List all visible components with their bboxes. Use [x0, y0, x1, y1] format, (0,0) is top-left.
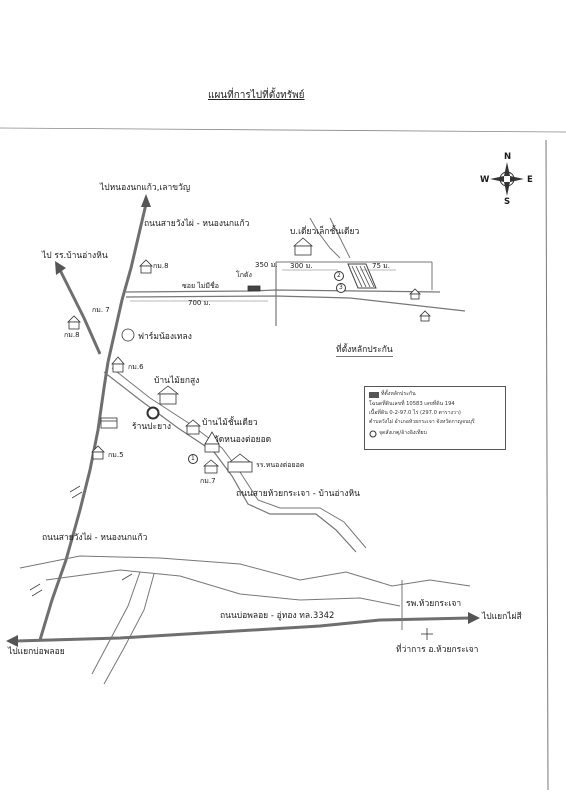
label-km5: กม.5: [108, 451, 124, 459]
marker-ran-pa-yang: [146, 406, 160, 420]
label-dist-700: 700 ม.: [188, 299, 211, 307]
label-km7-b: กม.7: [200, 477, 216, 485]
road-bo-phloi: [15, 616, 471, 643]
road-upper-left2: [329, 217, 351, 259]
house-ban-diew: [292, 237, 314, 256]
label-godang: โกดัง: [236, 271, 252, 279]
label-to-nong-nok-kaeo: ไปหนองนกแก้ว,เลาขวัญ: [100, 183, 191, 193]
road-soi-2: [125, 295, 466, 312]
house-km6: [111, 356, 125, 373]
label-dist-350: 350 ม.: [255, 261, 278, 269]
house-icons: [67, 237, 433, 640]
legend-hatch-icon: [369, 392, 379, 398]
label-ban-diew-lek: บ.เดี่ยวเล็กชั้นเดียว: [290, 227, 360, 237]
house-km5: [91, 445, 105, 460]
legend-row-3: เนื้อที่ดิน 0-2-97.0 ไร่ (297.0 ตารางวา): [369, 410, 461, 416]
label-road-huai-krachao: ถนนสายห้วยกระเจา - บ้านอ่างหิน: [236, 489, 360, 499]
frame-right: [545, 139, 549, 791]
legend-row-2: โฉนดที่ดินเลขที่ 10583 เลขที่ดิน 194: [369, 401, 455, 407]
label-ban-mai-yok: บ้านไม้ยกสูง: [154, 376, 200, 386]
label-marker: ที่ตั้งหลักประกัน: [336, 345, 393, 357]
road-main-south: [38, 361, 110, 641]
house-km7-a: [67, 315, 81, 330]
label-road-bo-phloi: ถนนบ่อพลอย - อู่ทอง ทล.3342: [220, 611, 335, 621]
label-ban-mai-chan: บ้านไม้ชั้นเดียว: [202, 418, 258, 428]
label-soi: ซอย ไม่มีชื่อ: [182, 282, 219, 290]
road-upper-left: [309, 217, 341, 259]
legend-row-1: ที่ตั้งหลักประกัน: [381, 391, 416, 397]
road-lower-curve-2: [45, 569, 401, 607]
label-road-wang-pai-bottom: ถนนสายวังไผ่ - หนองนกแก้ว: [42, 533, 148, 543]
label-km6: กม.6: [128, 363, 144, 371]
label-road-wang-pai-top: ถนนสายวังไผ่ - หนองนกแก้ว: [144, 219, 250, 229]
arrow-west: [6, 635, 18, 647]
label-km8-b: กม.8: [64, 331, 80, 339]
label-dist-75: 75 ม.: [372, 262, 390, 270]
road-huai-krachao-2: [111, 367, 367, 549]
marker-3-label: 3: [339, 284, 343, 291]
label-km7-a: กม. 7: [92, 306, 110, 314]
legend-box: ที่ตั้งหลักประกัน โฉนดที่ดินเลขที่ 10583…: [364, 386, 506, 450]
road-lower-curve: [19, 555, 471, 587]
temple-icon: [204, 431, 220, 453]
compass-n: N: [504, 152, 512, 162]
house-ban-mai-chan: [184, 419, 202, 435]
hospital-icon: [421, 628, 433, 640]
house-km8-a: [139, 259, 153, 274]
collateral-plot: [347, 263, 377, 289]
road-soi: [125, 289, 441, 293]
school-building: [227, 453, 253, 473]
legend-row-4: ตำบลวังไผ่ อำเภอห้วยกระเจา จังหวัดกาญจนบ…: [369, 419, 475, 425]
arrow-east: [468, 612, 480, 624]
house-right-2: [419, 310, 431, 322]
house-km7-b: [202, 459, 220, 474]
marker-2-label: 2: [337, 272, 341, 279]
label-hospital: รพ.ห้วยกระเจา: [406, 599, 462, 609]
compass-s: S: [504, 197, 511, 207]
compass-rose: [490, 162, 524, 196]
road-lower-diag: [91, 571, 141, 675]
marker-1: [188, 454, 198, 464]
label-km8-a: กม.8: [153, 262, 169, 270]
house-ban-mai-yok: [156, 385, 180, 405]
arrow-north: [141, 194, 151, 207]
label-ran-pa-yang: ร้านปะยาง: [132, 422, 172, 432]
godang-icon: [247, 285, 261, 292]
label-farm: ฟาร์มน้องเทลง: [138, 332, 192, 342]
label-to-yaek-bo-phloi: ไปแยกบ่อพลอย: [8, 647, 65, 657]
road-north: [106, 203, 148, 363]
marker-circles: [146, 271, 346, 464]
house-right: [409, 288, 421, 300]
arrow-northwest: [55, 261, 66, 275]
legend-circle-icon: [369, 430, 377, 438]
shop-icon: [100, 417, 118, 429]
label-to-yaek-lai-si: ไปแยกไผ่สี: [482, 612, 522, 622]
compass-w: W: [480, 175, 490, 185]
label-to-rr-ban-ang-hin: ไป รร.บ้านอ่างหิน: [42, 251, 108, 261]
label-dist-300: 300 ม.: [290, 262, 313, 270]
road-northwest: [58, 269, 102, 355]
frame-top: [0, 127, 566, 133]
legend-row-5: จุดสังเกตุ/อ้างอิงเทียบ: [379, 430, 427, 436]
marker-3: [336, 283, 346, 293]
farm-icon: [121, 328, 135, 342]
map-title: แผนที่การไปที่ตั้งทรัพย์: [208, 90, 305, 101]
marker-2: [334, 271, 344, 281]
label-wat: วัดหนองต่อยอด: [214, 435, 272, 445]
break-marks: [29, 485, 133, 597]
label-district-office: ที่ว่าการ อ.ห้วยกระเจา: [396, 645, 479, 655]
marker-1-label: 1: [191, 455, 195, 462]
road-lower-diag-2: [103, 573, 155, 685]
label-school: รร.หนองต่อยอด: [256, 461, 305, 469]
compass-e: E: [527, 175, 533, 185]
